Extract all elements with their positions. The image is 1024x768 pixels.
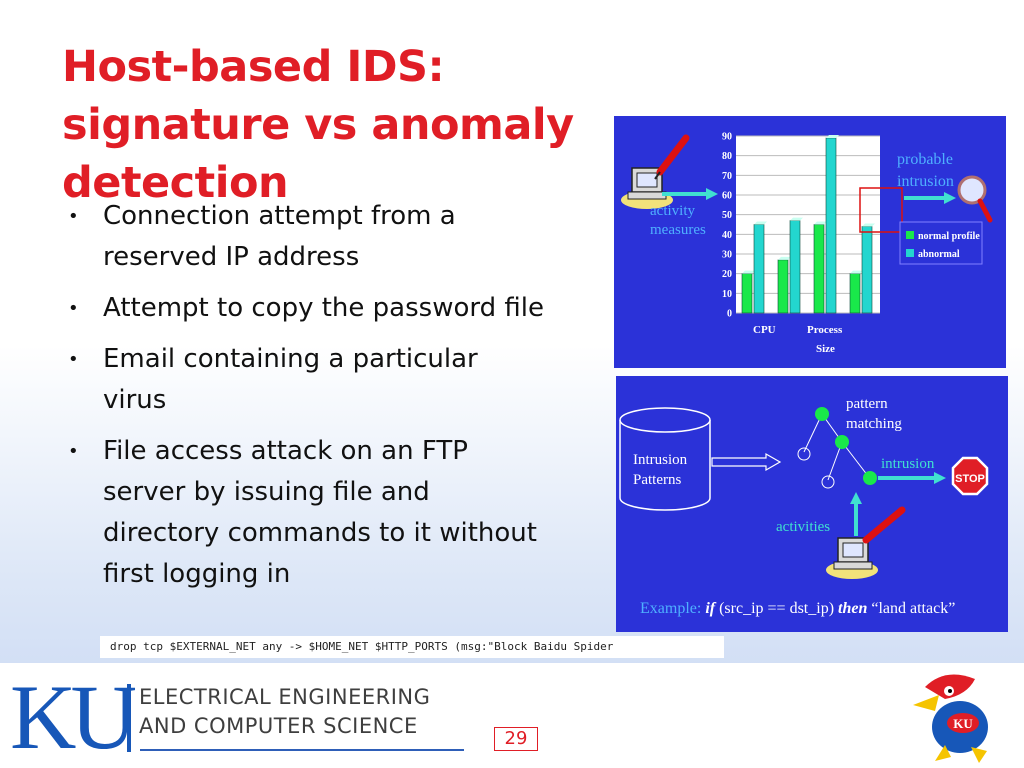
arrow-right-icon xyxy=(878,472,946,484)
pattern-label: pattern xyxy=(846,396,888,412)
legend-normal-label: normal profile xyxy=(918,231,980,242)
matching-label: matching xyxy=(846,416,902,432)
chart-y-ticks: 0 10 20 30 40 50 60 70 80 90 xyxy=(722,132,732,320)
intrusion-output-label: intrusion xyxy=(881,456,935,472)
legend-swatch-normal xyxy=(906,231,914,239)
logo-separator xyxy=(127,684,131,752)
bullet-text: Attempt to copy the password file xyxy=(103,293,544,323)
signature-detection-figure: Intrusion Patterns pattern matching intr… xyxy=(616,376,1008,632)
chart-bar-top xyxy=(742,270,755,274)
chart-y-tick-label: 70 xyxy=(722,171,732,182)
chart-bar-top xyxy=(814,221,827,225)
chart-bar-normal xyxy=(849,273,861,314)
pen-icon xyxy=(862,506,906,544)
bullet-dot-icon: • xyxy=(68,441,79,462)
bullet-item: • File access attack on an FTP server by … xyxy=(68,431,548,595)
mascot-badge-text: KU xyxy=(953,716,973,731)
example-condition: (src_ip == dst_ip) xyxy=(715,600,838,617)
chart-bar-abnormal xyxy=(861,226,873,314)
intrusion-label: intrusion xyxy=(897,173,954,190)
chart-y-tick-label: 10 xyxy=(722,289,732,300)
chart-y-tick-label: 30 xyxy=(722,250,732,261)
bullet-dot-icon: • xyxy=(68,206,79,227)
chart-bar-abnormal xyxy=(825,137,837,314)
pattern-tree xyxy=(797,407,877,489)
ku-logo: KU xyxy=(10,666,137,768)
activity-label: activity xyxy=(650,203,695,219)
chart-bar-normal xyxy=(741,273,753,314)
chart-y-tick-label: 20 xyxy=(722,269,732,280)
chart-bars xyxy=(741,134,875,314)
chart-bar-top xyxy=(754,221,767,225)
chart-x-label-size: Size xyxy=(816,343,835,355)
chart-x-label-cpu: CPU xyxy=(753,324,776,336)
example-if: if xyxy=(705,600,716,617)
computer-icon xyxy=(826,537,878,579)
stop-sign-text: STOP xyxy=(955,473,985,485)
database-icon xyxy=(619,407,711,511)
chart-bar-top xyxy=(862,223,875,227)
chart-y-tick-label: 80 xyxy=(722,151,732,162)
pen-icon xyxy=(654,134,690,180)
anomaly-figure-svg: activity measures 0 10 20 30 40 50 60 70 80 90 CP… xyxy=(621,132,993,355)
department-line-2: AND COMPUTER SCIENCE xyxy=(139,714,418,738)
db-label-intrusion: Intrusion xyxy=(633,452,688,468)
legend-abnormal-label: abnormal xyxy=(918,249,960,260)
stop-sign-icon xyxy=(951,456,989,496)
db-label-patterns: Patterns xyxy=(633,472,681,488)
chart-y-tick-label: 50 xyxy=(722,210,732,221)
example-prefix: Example: xyxy=(640,600,705,617)
chart-bar-abnormal xyxy=(753,224,765,314)
bullet-dot-icon: • xyxy=(68,349,79,370)
bullet-item: • Attempt to copy the password file xyxy=(68,288,548,329)
chart-bar-top xyxy=(850,270,863,274)
chart-x-label-process: Process xyxy=(807,324,843,336)
chart-bar-top xyxy=(790,217,803,221)
bullet-item: • Email containing a particular virus xyxy=(68,339,548,421)
page-number: 29 xyxy=(494,727,538,751)
bullet-text: File access attack on an FTP server by i… xyxy=(103,436,537,589)
chart-y-tick-label: 40 xyxy=(722,230,732,241)
chart-bar-abnormal xyxy=(789,220,801,314)
chart-y-tick-label: 90 xyxy=(722,132,732,143)
bullet-list: • Connection attempt from a reserved IP a… xyxy=(68,196,548,605)
signature-figure-svg: Intrusion Patterns pattern matching intr… xyxy=(619,396,989,617)
activities-label: activities xyxy=(776,519,830,535)
arrow-up-icon xyxy=(850,492,862,536)
anomaly-detection-figure: activity measures 0 10 20 30 40 50 60 70 80 90 CP… xyxy=(614,116,1006,368)
highlight-box xyxy=(859,187,903,233)
example-result: “land attack” xyxy=(867,600,955,617)
hollow-arrow-icon xyxy=(711,452,782,472)
footer-rule xyxy=(140,749,464,751)
bullet-text: Connection attempt from a reserved IP ad… xyxy=(103,201,456,272)
chart-bar-normal xyxy=(813,224,825,314)
bullet-text: Email containing a particular virus xyxy=(103,344,478,415)
computer-icon xyxy=(621,167,673,209)
arrow-right-icon xyxy=(662,188,718,200)
department-line-1: ELECTRICAL ENGINEERING xyxy=(139,685,431,709)
chart-bar-top xyxy=(826,134,839,138)
bullet-dot-icon: • xyxy=(68,298,79,319)
legend-swatch-abnormal xyxy=(906,249,914,257)
chart-y-tick-label: 60 xyxy=(722,191,732,202)
example-then: then xyxy=(838,600,867,617)
chart-bar-top xyxy=(778,256,791,260)
chart-bar-normal xyxy=(777,259,789,314)
measures-label: measures xyxy=(650,222,706,238)
probable-label: probable xyxy=(897,151,953,168)
snort-rule-text: drop tcp $EXTERNAL_NET any -> $HOME_NET … xyxy=(100,636,724,658)
slide-title: Host-based IDS: signature vs anomaly det… xyxy=(62,42,574,208)
magnifier-icon xyxy=(957,175,993,223)
arrow-right-icon xyxy=(904,192,956,204)
example-rule: Example: if (src_ip == dst_ip) then “lan… xyxy=(640,600,955,617)
jayhawk-mascot-icon: KU xyxy=(913,674,988,763)
chart-y-tick-label: 0 xyxy=(727,309,732,320)
bullet-item: • Connection attempt from a reserved IP a… xyxy=(68,196,548,278)
